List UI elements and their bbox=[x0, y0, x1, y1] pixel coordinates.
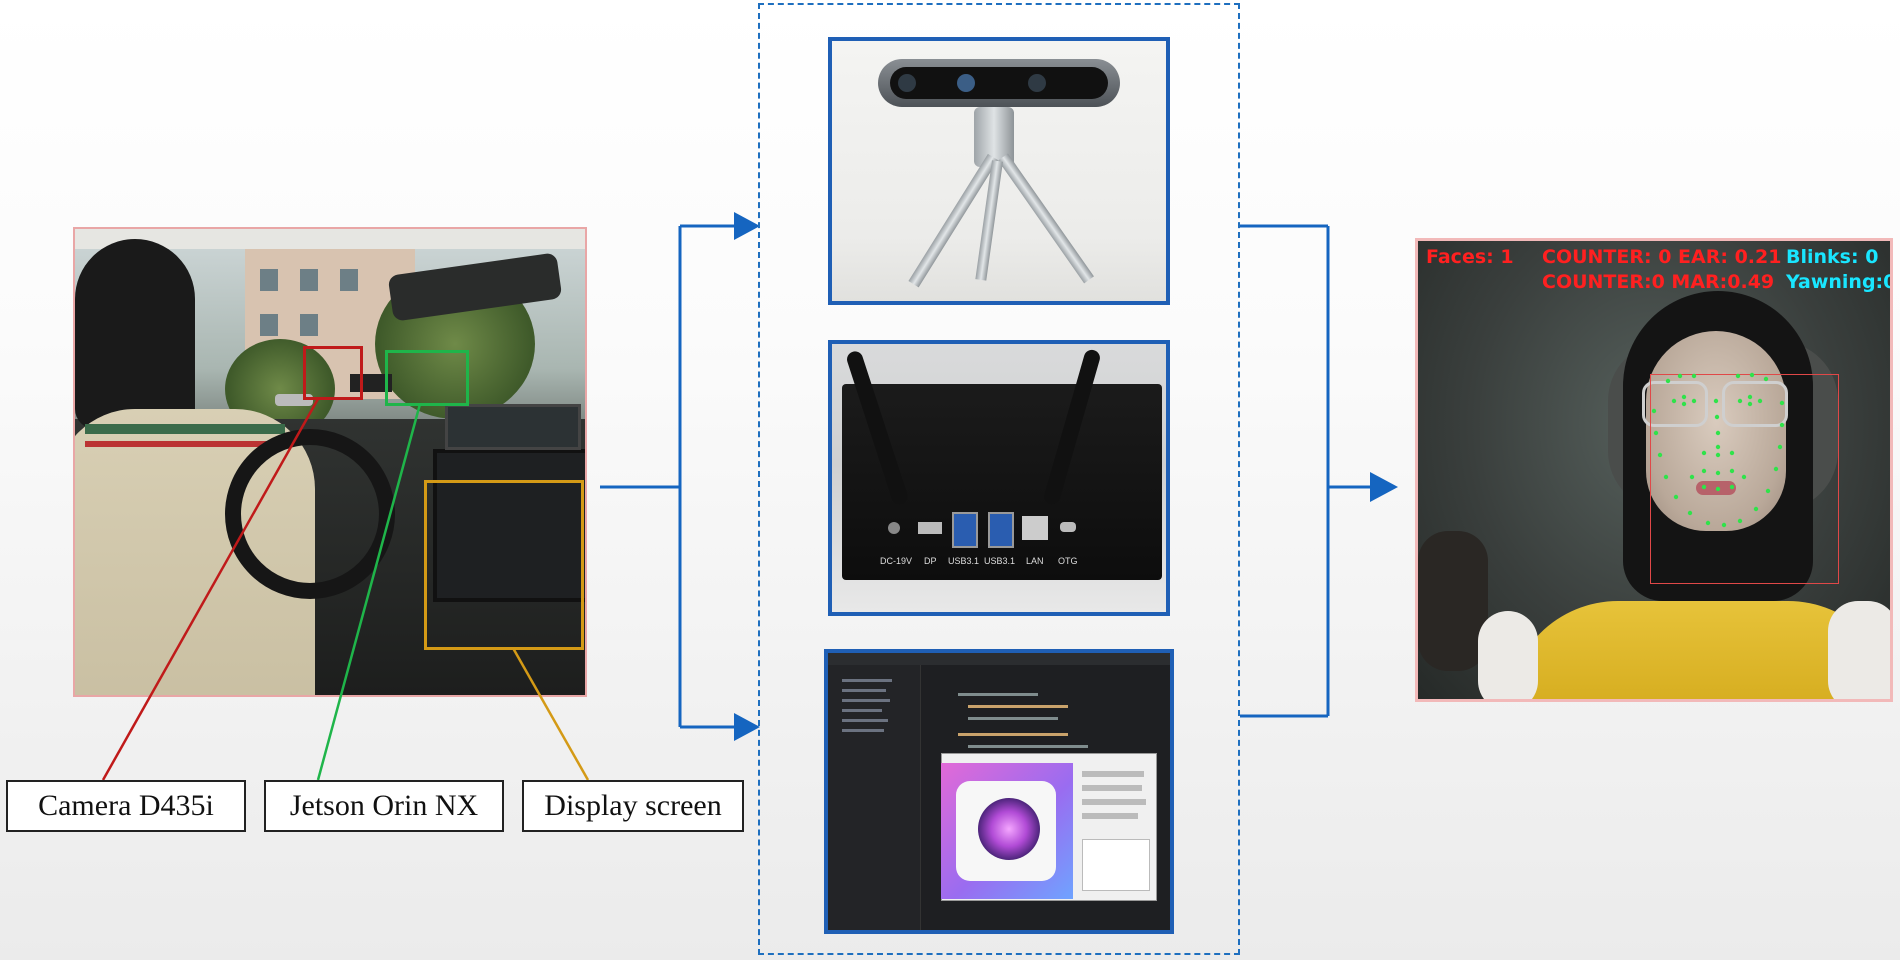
subject-jacket bbox=[1478, 611, 1538, 699]
building-window bbox=[300, 314, 318, 336]
usb-port-icon bbox=[988, 512, 1014, 548]
port-label-lan: LAN bbox=[1026, 556, 1044, 566]
dc-port-icon bbox=[888, 522, 900, 534]
lan-port-icon bbox=[1022, 516, 1048, 540]
facial-landmarks bbox=[1651, 372, 1785, 528]
display-callout-line bbox=[511, 647, 590, 781]
port-label-usb1: USB3.1 bbox=[948, 556, 980, 566]
code-line bbox=[968, 745, 1088, 748]
in-car-display-screen bbox=[433, 449, 585, 602]
callout-lines bbox=[101, 398, 590, 781]
otg-port-icon bbox=[1060, 522, 1076, 532]
code-line bbox=[968, 717, 1058, 720]
hud-yawning: Yawning:0 bbox=[1786, 271, 1893, 293]
settings-row bbox=[1082, 799, 1146, 805]
settings-textbox bbox=[1082, 839, 1150, 891]
camera-highlight-box bbox=[303, 346, 363, 400]
camera-lens-icon bbox=[898, 74, 916, 92]
jetson-label: Jetson Orin NX bbox=[264, 780, 504, 832]
camera-label: Camera D435i bbox=[6, 780, 246, 832]
tree-row bbox=[842, 699, 890, 702]
tree-row bbox=[842, 709, 882, 712]
arrowhead-software bbox=[734, 713, 760, 741]
subject-lips bbox=[1696, 481, 1736, 495]
tree-row bbox=[842, 719, 888, 722]
camera-lens-icon bbox=[978, 798, 1040, 860]
tripod-leg bbox=[998, 153, 1094, 284]
camera-lens-icon bbox=[957, 74, 975, 92]
glasses-left-lens bbox=[1642, 381, 1708, 427]
display-highlight-box bbox=[424, 480, 584, 650]
settings-row bbox=[1082, 785, 1142, 791]
face-bounding-box bbox=[1650, 374, 1839, 584]
subject-jacket bbox=[1828, 601, 1890, 699]
hud-counter-ear: COUNTER: 0 EAR: 0.21 bbox=[1542, 246, 1782, 268]
code-line bbox=[958, 693, 1038, 696]
settings-row bbox=[1082, 813, 1138, 819]
sweater-stripe bbox=[85, 424, 285, 434]
code-line bbox=[968, 705, 1068, 708]
camera-callout-line bbox=[101, 398, 320, 781]
subject-yellow-shirt bbox=[1508, 601, 1890, 699]
detection-output-image: Faces: 1 COUNTER: 0 EAR: 0.21 Blinks: 0 … bbox=[1415, 238, 1893, 702]
building-window bbox=[340, 269, 358, 291]
sweater-stripe bbox=[85, 441, 285, 447]
tree-row bbox=[842, 689, 886, 692]
hud-blinks: Blinks: 0 bbox=[1786, 246, 1879, 268]
arrowhead-camera bbox=[734, 212, 760, 240]
ide-project-tree bbox=[828, 665, 921, 930]
jetson-callout-line bbox=[316, 403, 422, 781]
software-ide-screenshot bbox=[824, 649, 1174, 934]
port-label-dc: DC-19V bbox=[880, 556, 913, 566]
port-label-dp: DP bbox=[924, 556, 937, 566]
subject-face bbox=[1646, 331, 1786, 531]
arrowhead-output bbox=[1370, 472, 1398, 502]
camera-front-glass bbox=[890, 67, 1108, 99]
car-roof bbox=[75, 229, 585, 249]
camera-lens-icon bbox=[1028, 74, 1046, 92]
hud-faces: Faces: 1 bbox=[1426, 246, 1514, 268]
building-window bbox=[260, 269, 278, 291]
tree-row bbox=[842, 679, 892, 682]
jetson-orin-nx-photo: DC-19V DP USB3.1 USB3.1 LAN OTG bbox=[828, 340, 1170, 616]
ide-titlebar bbox=[828, 653, 1170, 665]
in-car-setup-photo bbox=[73, 227, 587, 697]
usb-port-icon bbox=[952, 512, 978, 548]
car-infotainment bbox=[445, 404, 581, 450]
building-window bbox=[300, 269, 318, 291]
dp-port-icon bbox=[918, 522, 942, 534]
port-label-otg: OTG bbox=[1058, 556, 1078, 566]
camera-d435i-photo bbox=[828, 37, 1170, 305]
settings-row bbox=[1082, 771, 1144, 777]
display-label: Display screen bbox=[522, 780, 744, 832]
background-passenger bbox=[1418, 531, 1488, 671]
driver-hair bbox=[75, 239, 195, 429]
glasses-right-lens bbox=[1722, 381, 1788, 427]
port-label-usb2: USB3.1 bbox=[984, 556, 1016, 566]
jetson-highlight-box bbox=[385, 350, 469, 406]
code-line bbox=[958, 733, 1068, 736]
building-window bbox=[260, 314, 278, 336]
hud-counter-mar: COUNTER:0 MAR:0.49 bbox=[1542, 271, 1775, 293]
hardware-software-panel bbox=[758, 3, 1240, 955]
tree-row bbox=[842, 729, 884, 732]
